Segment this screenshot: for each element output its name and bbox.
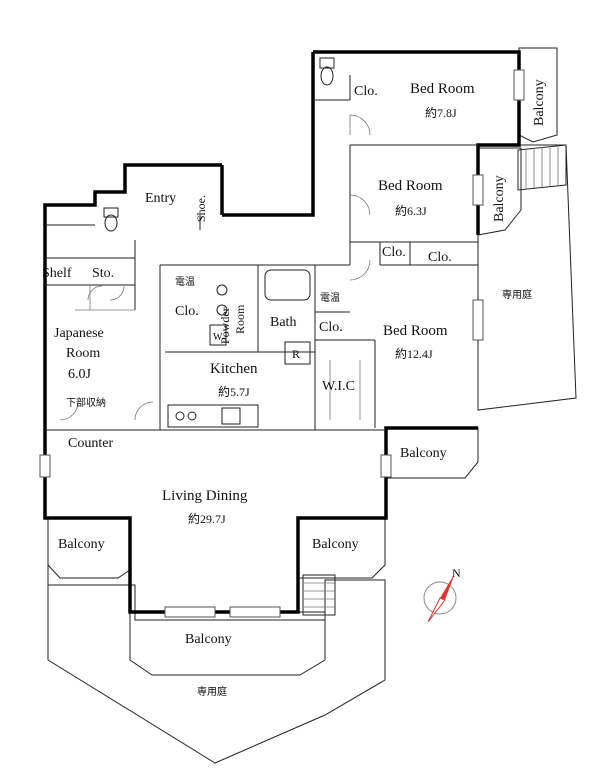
washer-label: W: [213, 332, 223, 343]
kitchen-name: Kitchen: [210, 361, 258, 377]
bath-label: Bath: [270, 315, 296, 330]
kitchen-size: 約5.7J: [218, 384, 250, 399]
water-heater-1: 電温: [175, 276, 195, 288]
balcony-label-2: Balcony: [492, 175, 507, 222]
fixtures: [75, 57, 361, 428]
japanese-name1: Japanese: [54, 326, 104, 341]
interior-walls: [45, 75, 478, 431]
bedroom1-name: Bed Room: [410, 81, 475, 97]
compass-icon: N: [423, 566, 461, 623]
powder-label-1: Powder: [218, 307, 232, 344]
under-storage-label: 下部収納: [66, 396, 106, 409]
garden-label-1: 専用庭: [502, 288, 532, 301]
clo-3: Clo.: [428, 250, 452, 265]
stairs: [302, 144, 567, 616]
bedroom3-size: 約12.4J: [395, 346, 433, 361]
wic-label: W.I.C: [322, 379, 355, 394]
clo-4: Clo.: [319, 320, 343, 335]
windows: [39, 69, 525, 618]
compass-north: N: [452, 566, 461, 580]
japanese-size: 6.0J: [68, 367, 92, 382]
clo-5: Clo.: [175, 304, 199, 319]
balcony-label-1: Balcony: [532, 79, 547, 126]
living-name: Living Dining: [162, 488, 248, 504]
balcony-label-4: Balcony: [58, 537, 105, 552]
shelf-label: Shelf: [42, 266, 72, 281]
garden-outlines: [47, 144, 577, 764]
balcony-label-3: Balcony: [400, 446, 447, 461]
living-size: 約29.7J: [188, 511, 226, 526]
shoe-label: Shoe.: [194, 195, 208, 222]
garden-labels: 専用庭 専用庭: [197, 288, 532, 698]
bedroom2-name: Bed Room: [378, 178, 443, 194]
water-heater-2: 電温: [320, 292, 340, 304]
balcony-label-5: Balcony: [312, 537, 359, 552]
entry-label: Entry: [145, 191, 176, 206]
bedroom3-name: Bed Room: [383, 323, 448, 339]
balcony-label-6: Balcony: [185, 632, 232, 647]
door-swings: [59, 114, 371, 421]
japanese-name2: Room: [66, 346, 100, 361]
room-labels: Bed Room 約7.8J Clo. Bed Room 約6.3J Clo. …: [42, 81, 475, 526]
clo-2: Clo.: [382, 245, 406, 260]
garden-label-2: 専用庭: [197, 685, 227, 698]
balcony-labels: Balcony Balcony Balcony Balcony Balcony …: [58, 79, 547, 647]
exterior-walls: [43, 50, 521, 614]
clo-1: Clo.: [354, 84, 378, 99]
bedroom1-size: 約7.8J: [425, 105, 457, 120]
bedroom2-size: 約6.3J: [395, 203, 427, 218]
fridge-label: R: [292, 347, 300, 361]
storage-label: Sto.: [92, 266, 114, 281]
counter-label: Counter: [68, 436, 113, 451]
powder-label-2: Room: [233, 304, 247, 334]
